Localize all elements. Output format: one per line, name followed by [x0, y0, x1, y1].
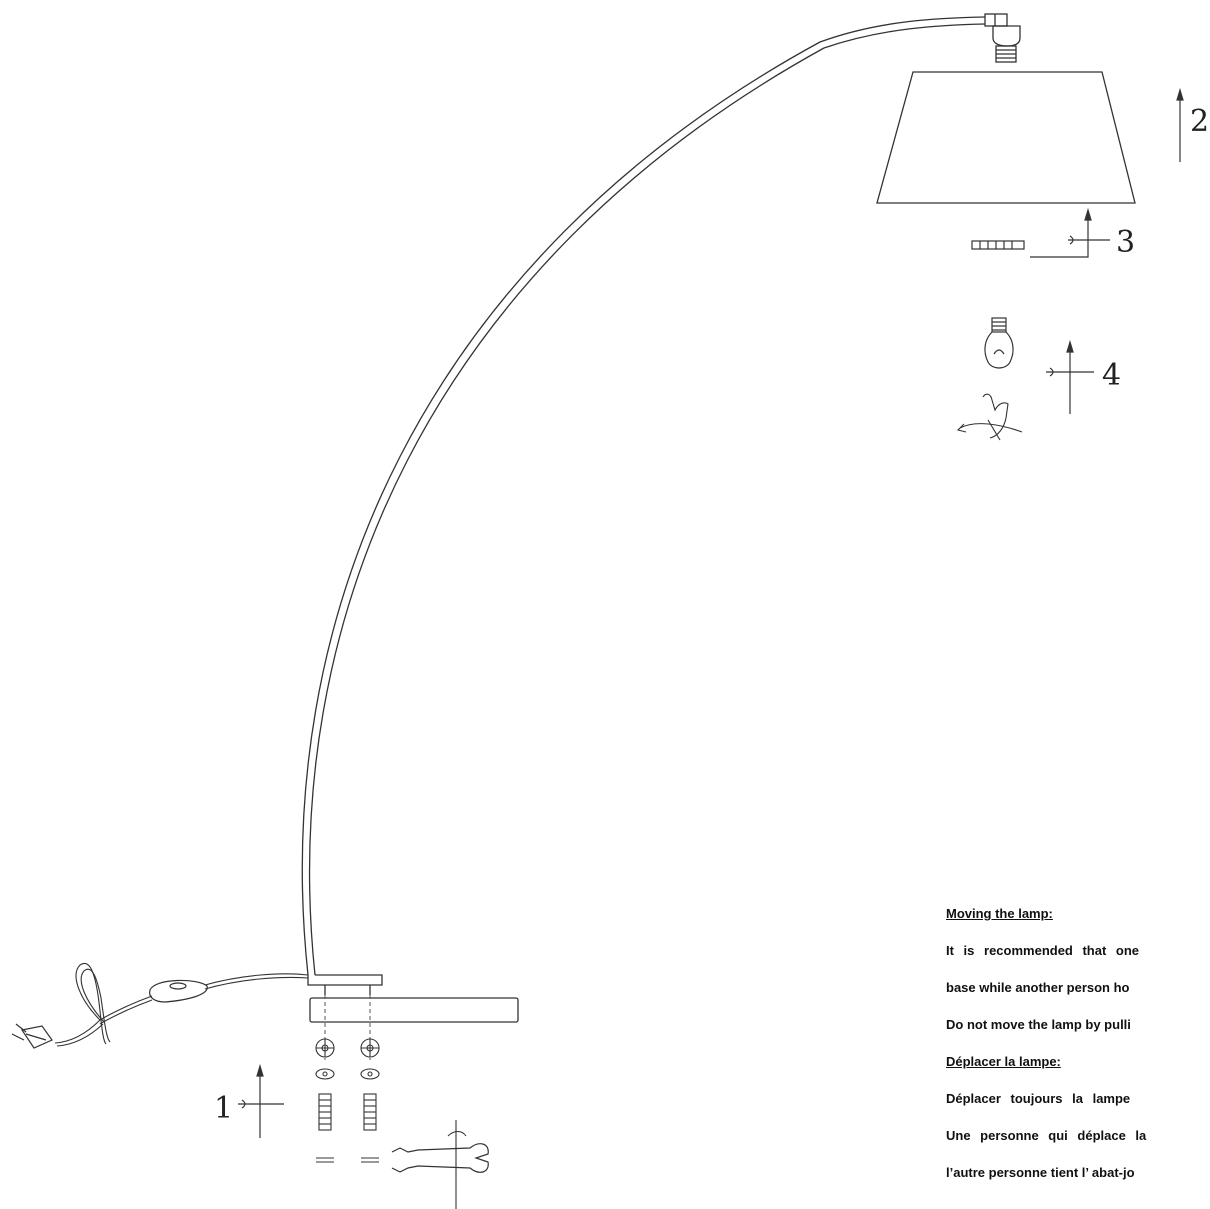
inline-switch [149, 979, 208, 1003]
wrench-icon [391, 1143, 489, 1173]
lamp-socket [984, 13, 1021, 63]
power-cord [54, 962, 309, 1047]
step-number-4: 4 [1102, 358, 1121, 393]
light-bulb-icon [984, 317, 1014, 369]
washer-set-right [360, 1038, 380, 1163]
hand-icon [956, 393, 1023, 441]
fr-line-2: Une personne qui déplace la [946, 1128, 1147, 1143]
en-heading: Moving the lamp: [946, 906, 1053, 921]
moving-instructions: Moving the lamp: It is recommended that … [946, 895, 1210, 1191]
step-4-arrow [1046, 339, 1094, 414]
fr-line-3: l’autre personne tient l’ abat-jo [946, 1165, 1135, 1180]
fr-line-1: Déplacer toujours la lampe [946, 1091, 1131, 1106]
alignment-lines [324, 995, 371, 1060]
step-number-3: 3 [1116, 225, 1135, 260]
step-number-2: 2 [1190, 104, 1209, 139]
en-line-2: base while another person ho [946, 980, 1130, 995]
fr-heading: Déplacer la lampe: [946, 1054, 1061, 1069]
base-plate [309, 997, 519, 1023]
arc-pole [301, 16, 986, 976]
washer-set-left [315, 1038, 335, 1163]
wrench-rotation-arrow [447, 1120, 467, 1209]
plug-icon [11, 1023, 53, 1049]
base-bracket [307, 974, 383, 995]
step-3-arrow [1030, 207, 1110, 258]
step-1-arrow [238, 1063, 284, 1138]
step-2-arrow [1176, 87, 1184, 162]
en-line-3: Do not move the lamp by pulli [946, 1017, 1131, 1032]
shade-ring [971, 240, 1025, 250]
lamp-shade [876, 71, 1136, 204]
step-number-1: 1 [214, 1091, 233, 1126]
en-line-1: It is recommended that one [946, 943, 1140, 958]
